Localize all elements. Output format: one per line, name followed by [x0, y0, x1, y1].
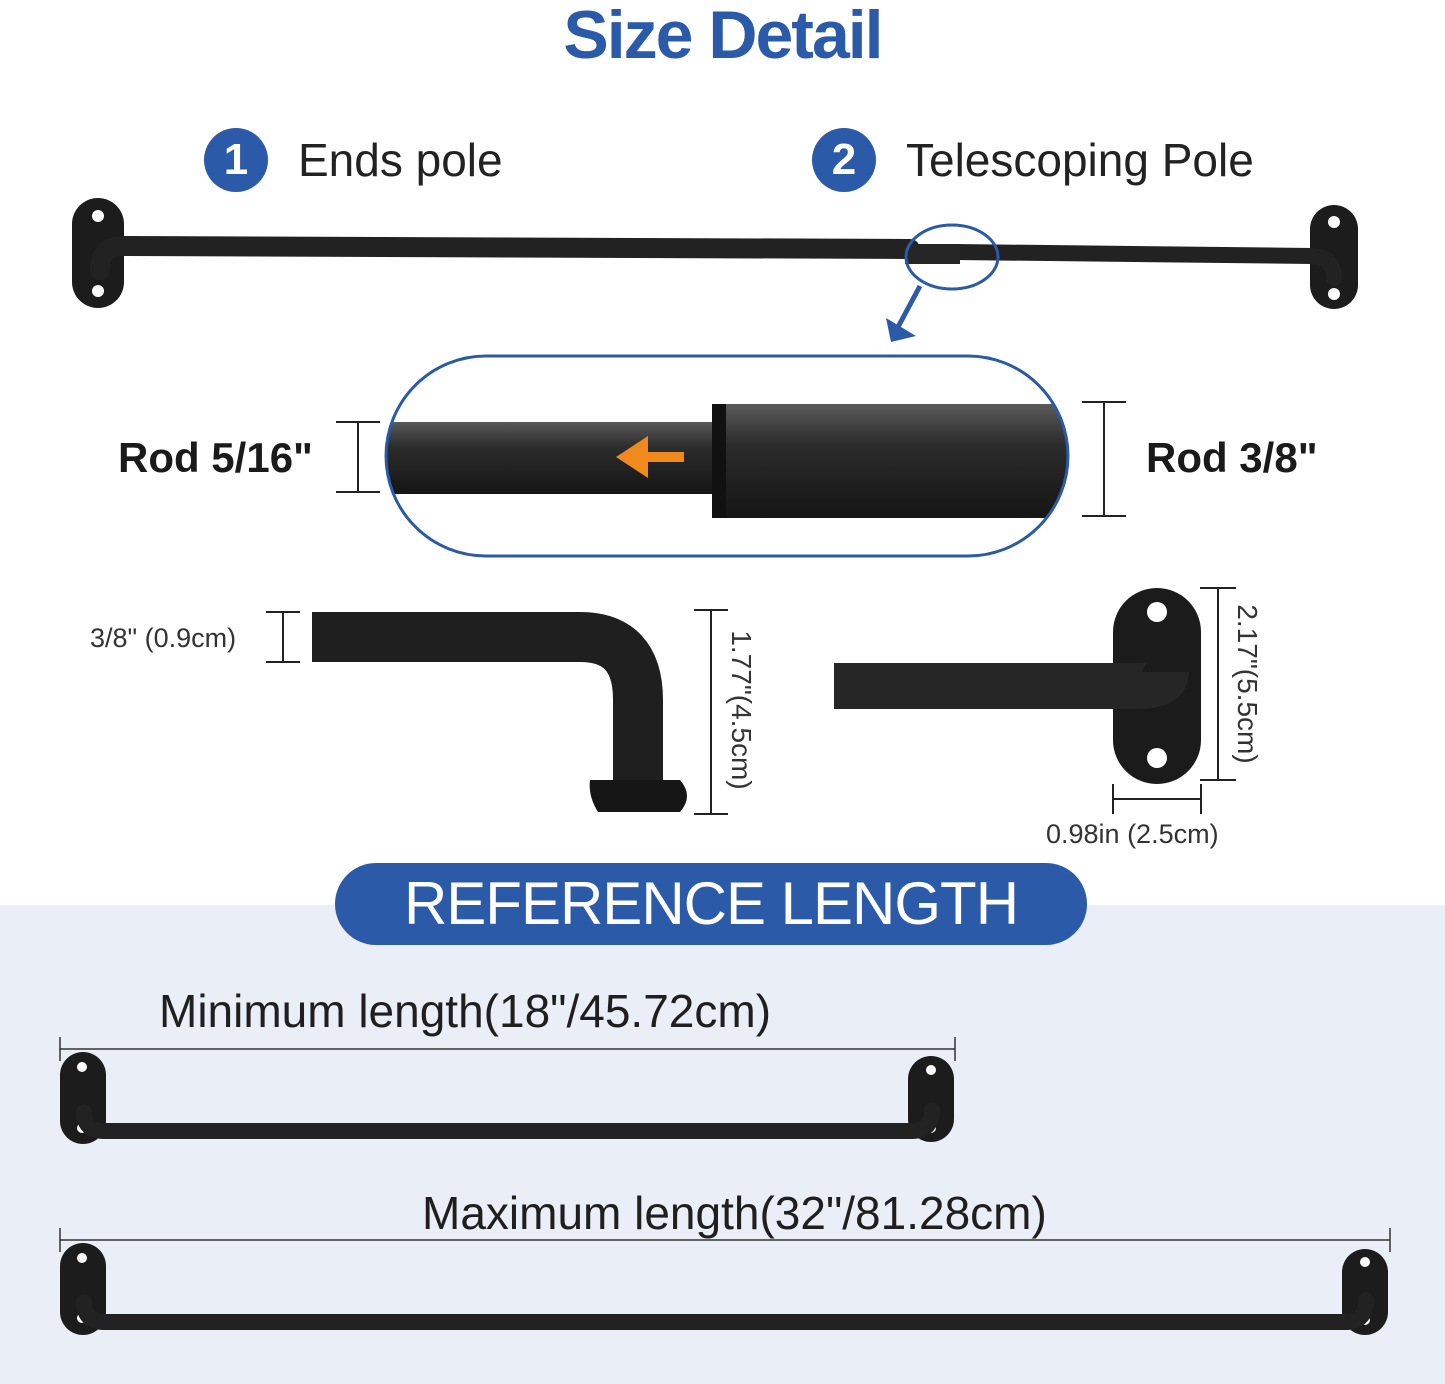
left-rod-label: Rod 5/16"	[118, 434, 313, 481]
left-rod-dimension	[336, 421, 380, 493]
bracket-height-dimension	[1200, 587, 1236, 781]
part-2-label: Telescoping Pole	[906, 134, 1254, 186]
maximum-length-dimension	[59, 1228, 1391, 1252]
part-1-badge: 1	[204, 128, 268, 192]
minimum-length-rod	[60, 1052, 954, 1144]
bracket-end-illustration	[834, 588, 1201, 784]
right-rod-dimension	[1082, 401, 1126, 517]
elbow-height-dimension	[694, 609, 728, 815]
maximum-length-rod	[60, 1243, 1388, 1335]
elbow-end-illustration	[312, 612, 687, 812]
maximum-length-label: Maximum length(32"/81.28cm)	[422, 1187, 1047, 1239]
lower-background	[0, 905, 1445, 1384]
joint-highlight	[904, 223, 1000, 291]
part-1-label: Ends pole	[298, 134, 503, 186]
part-2-badge: 2	[812, 128, 876, 192]
rod-diameter-label: 3/8" (0.9cm)	[90, 623, 237, 653]
bracket-width-label: 0.98in (2.5cm)	[1046, 819, 1219, 849]
bracket-height-label: 2.17"(5.5cm)	[1232, 604, 1263, 764]
full-rod-illustration	[72, 198, 1358, 309]
reference-length-heading: REFERENCE LENGTH	[335, 863, 1087, 945]
elbow-diameter-dimension	[266, 611, 300, 663]
right-rod-label: Rod 3/8"	[1146, 434, 1318, 481]
minimum-length-label: Minimum length(18"/45.72cm)	[159, 985, 772, 1037]
elbow-height-label: 1.77"(4.5cm)	[726, 630, 757, 790]
zoom-arrow-icon	[886, 284, 923, 342]
joint-zoom-view	[384, 354, 1070, 558]
page-title: Size Detail	[563, 0, 883, 73]
bracket-width-dimension	[1112, 784, 1202, 814]
minimum-length-dimension	[59, 1037, 956, 1061]
slide-arrow-icon	[616, 436, 684, 478]
